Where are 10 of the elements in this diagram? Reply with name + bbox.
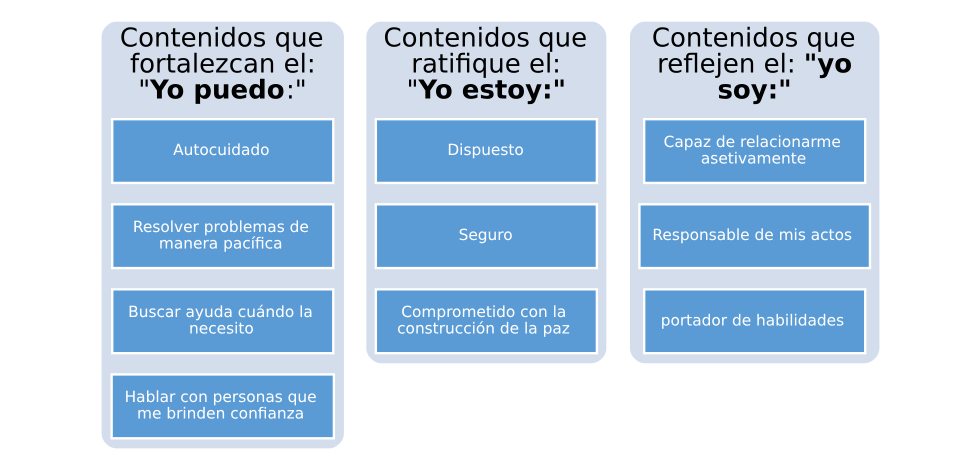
node-box: Resolver problemas de manera pacífica	[110, 203, 334, 270]
node-box: Buscar ayuda cuándo la necesito	[110, 288, 334, 354]
node-box: Responsable de mis actos	[638, 203, 871, 270]
node-box: Capaz de relacionarme asetivamente	[642, 118, 866, 184]
node-box: Autocuidado	[110, 118, 334, 184]
node-box: Comprometido con la construcción de la paz	[374, 288, 598, 354]
node-box: Seguro	[374, 203, 598, 270]
node-box: Dispuesto	[374, 118, 598, 184]
node-box: Hablar con personas que me brinden confianza	[110, 373, 335, 440]
node-box: portador de habilidades	[642, 288, 866, 354]
